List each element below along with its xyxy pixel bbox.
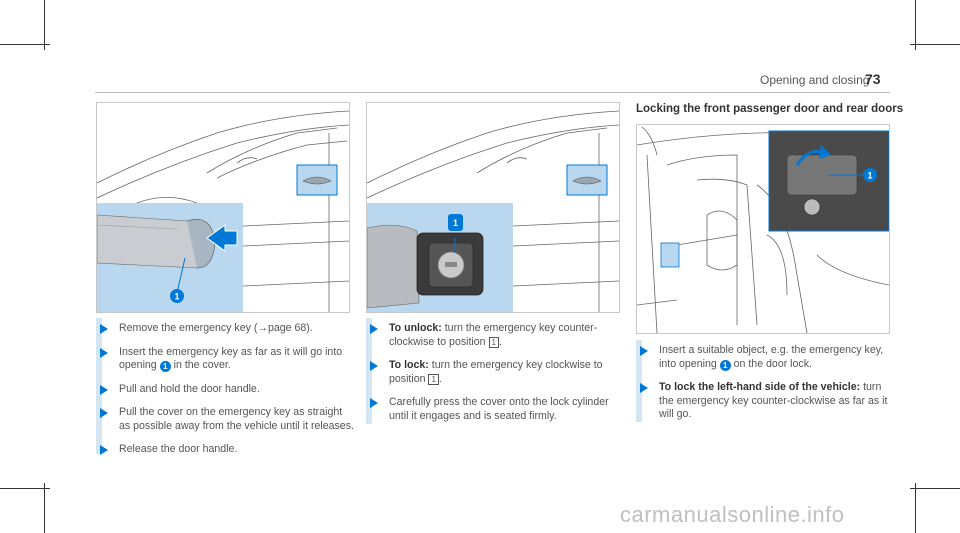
position-marker: 1 xyxy=(488,336,499,348)
figure-rear-door-lock: 1 xyxy=(636,124,890,334)
figure-callout: 1 xyxy=(174,292,179,302)
crop-mark xyxy=(910,44,960,45)
step-arrow-icon xyxy=(640,383,648,393)
page-ref-link[interactable]: page 68). xyxy=(267,322,313,334)
step-arrow-icon xyxy=(640,346,648,356)
steps-column-2: To unlock: turn the emergency key counte… xyxy=(366,322,628,433)
step-lock-left-side: To lock the left-hand side of the vehicl… xyxy=(636,381,894,422)
step-arrow-icon xyxy=(100,384,108,395)
step-insert-key: Insert the emergency key as far as it wi… xyxy=(96,346,356,373)
callout-badge: 1 xyxy=(719,359,731,371)
column-bar xyxy=(636,340,642,422)
crop-mark xyxy=(915,0,916,50)
step-arrow-icon xyxy=(370,324,378,334)
step-arrow-icon xyxy=(100,324,108,334)
watermark: carmanualsonline.info xyxy=(620,502,845,527)
figure-door-handle-cover: 1 xyxy=(96,102,350,313)
step-insert-object: Insert a suitable object, e.g. the emerg… xyxy=(636,344,894,371)
figure-lock-cylinder: 1 xyxy=(366,102,620,313)
running-header: Opening and closing xyxy=(760,73,870,87)
figure-callout: 1 xyxy=(453,218,458,228)
section-title: Locking the front passenger door and rea… xyxy=(636,103,904,115)
step-lock: To lock: turn the emergency key clockwis… xyxy=(366,359,628,386)
page-ref-arrow-icon: → xyxy=(257,322,268,334)
step-arrow-icon xyxy=(100,347,108,358)
step-press-cover: Carefully press the cover onto the lock … xyxy=(366,396,628,423)
callout-badge: 1 xyxy=(159,361,171,372)
steps-column-3: Insert a suitable object, e.g. the emerg… xyxy=(636,344,894,432)
crop-mark xyxy=(44,483,45,533)
column-bar xyxy=(96,318,102,454)
page-number: 73 xyxy=(865,71,881,87)
crop-mark xyxy=(0,488,50,489)
header-rule xyxy=(95,92,890,93)
step-arrow-icon xyxy=(100,408,108,418)
steps-column-1: Remove the emergency key (→page 68). Ins… xyxy=(96,322,356,467)
position-marker: 1 xyxy=(428,373,439,385)
step-remove-key: Remove the emergency key (→page 68). xyxy=(96,322,356,336)
figure-callout: 1 xyxy=(867,171,872,181)
crop-mark xyxy=(910,488,960,489)
step-pull-handle: Pull and hold the door handle. xyxy=(96,383,356,397)
step-arrow-icon xyxy=(370,398,378,408)
crop-mark xyxy=(44,0,45,50)
column-bar xyxy=(366,318,372,424)
step-release-handle: Release the door handle. xyxy=(96,443,356,457)
step-arrow-icon xyxy=(100,445,108,455)
step-pull-cover: Pull the cover on the emergency key as s… xyxy=(96,406,356,433)
crop-mark xyxy=(915,483,916,533)
crop-mark xyxy=(0,44,50,45)
step-unlock: To unlock: turn the emergency key counte… xyxy=(366,322,628,349)
step-arrow-icon xyxy=(370,361,378,371)
